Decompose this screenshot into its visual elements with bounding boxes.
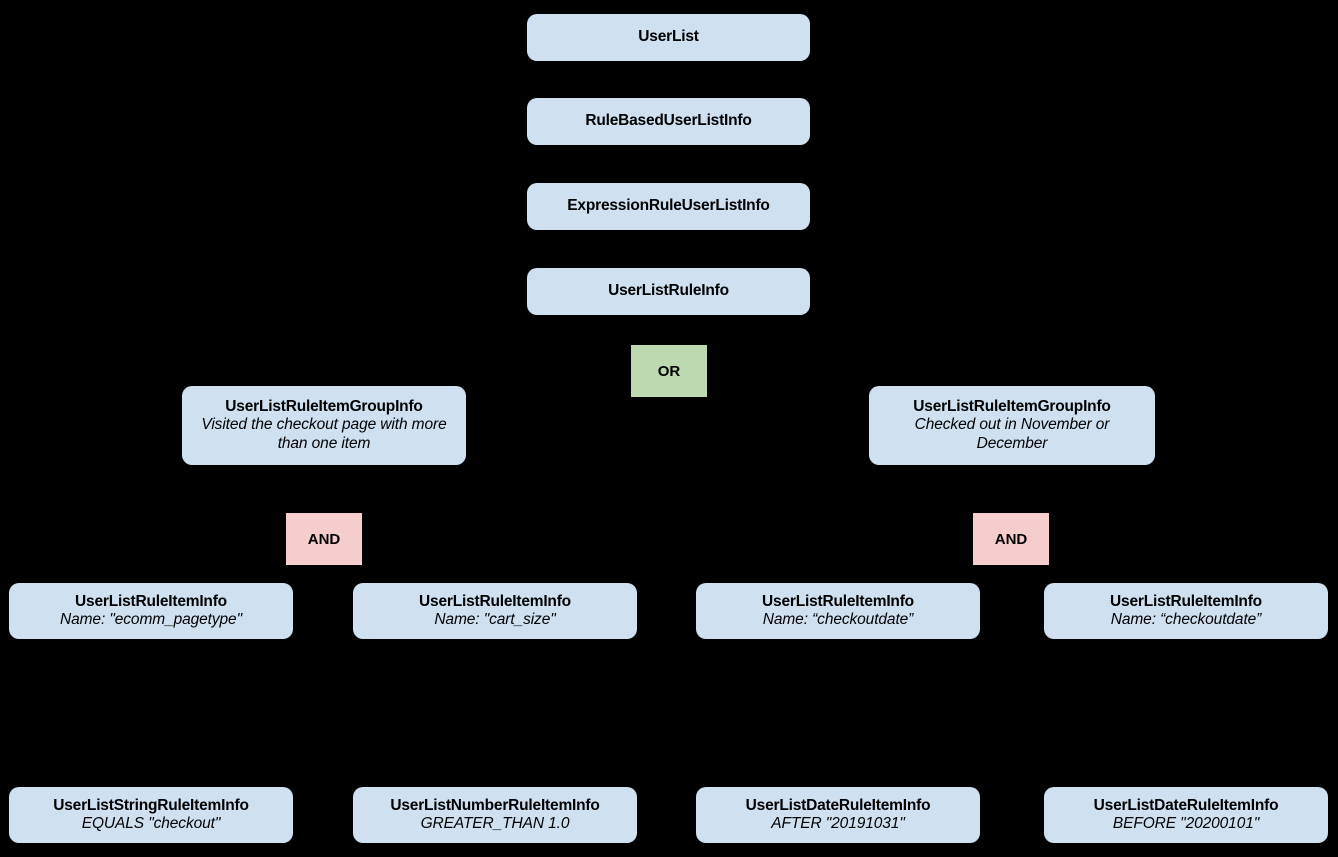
node-userlist[interactable]: UserList <box>527 14 810 61</box>
operator-or[interactable]: OR <box>631 345 707 397</box>
node-rule-item-cart-size[interactable]: UserListRuleItemInfo Name: "cart_size" <box>353 583 637 639</box>
node-subtitle: Name: “checkoutdate” <box>762 611 914 628</box>
operator-and-left[interactable]: AND <box>286 513 362 565</box>
node-date-rule-item-before[interactable]: UserListDateRuleItemInfo BEFORE "2020010… <box>1044 787 1328 843</box>
node-title: UserListRuleItemGroupInfo <box>913 398 1111 416</box>
node-title: UserListRuleItemInfo <box>1110 592 1262 610</box>
node-subtitle: Visited the checkout page with more than… <box>201 416 447 452</box>
node-number-rule-item[interactable]: UserListNumberRuleItemInfo GREATER_THAN … <box>353 787 637 843</box>
node-title: UserListRuleItemInfo <box>75 592 227 610</box>
node-title: ExpressionRuleUserListInfo <box>567 197 770 215</box>
node-title: UserListRuleItemGroupInfo <box>225 398 423 416</box>
node-title: UserList <box>638 28 699 46</box>
node-title: UserListNumberRuleItemInfo <box>390 796 600 814</box>
node-title: UserListStringRuleItemInfo <box>53 796 249 814</box>
node-subtitle: EQUALS "checkout" <box>81 815 221 832</box>
node-rule-item-ecomm-pagetype[interactable]: UserListRuleItemInfo Name: "ecomm_pagety… <box>9 583 293 639</box>
node-userlistruleinfo[interactable]: UserListRuleInfo <box>527 268 810 315</box>
node-title: UserListDateRuleItemInfo <box>745 796 931 814</box>
node-rule-item-checkoutdate-before[interactable]: UserListRuleItemInfo Name: “checkoutdate… <box>1044 583 1328 639</box>
node-title: UserListDateRuleItemInfo <box>1093 796 1279 814</box>
operator-and-right[interactable]: AND <box>973 513 1049 565</box>
node-subtitle: Name: "ecomm_pagetype" <box>60 611 242 628</box>
node-rule-item-checkoutdate-after[interactable]: UserListRuleItemInfo Name: “checkoutdate… <box>696 583 980 639</box>
operator-and-label: AND <box>307 530 341 548</box>
node-title: UserListRuleItemInfo <box>419 592 571 610</box>
node-date-rule-item-after[interactable]: UserListDateRuleItemInfo AFTER "20191031… <box>696 787 980 843</box>
node-subtitle: Checked out in November or December <box>914 416 1110 452</box>
node-subtitle: Name: "cart_size" <box>434 611 556 628</box>
node-title: UserListRuleInfo <box>608 282 729 300</box>
node-subtitle: GREATER_THAN 1.0 <box>420 815 570 832</box>
node-title: UserListRuleItemInfo <box>762 592 914 610</box>
node-title: RuleBasedUserListInfo <box>585 112 752 130</box>
node-subtitle: Name: “checkoutdate” <box>1110 611 1262 628</box>
node-expressionruleuserlistinfo[interactable]: ExpressionRuleUserListInfo <box>527 183 810 230</box>
node-subtitle: AFTER "20191031" <box>771 815 905 832</box>
arrowhead-notch-left <box>324 376 350 387</box>
node-subtitle: BEFORE "20200101" <box>1112 815 1260 832</box>
node-group-left[interactable]: UserListRuleItemGroupInfo Visited the ch… <box>182 386 466 465</box>
node-rulebaseduserlistinfo[interactable]: RuleBasedUserListInfo <box>527 98 810 145</box>
arrowhead-notch-right <box>978 376 1004 387</box>
operator-and-label: AND <box>994 530 1028 548</box>
operator-or-label: OR <box>657 362 681 380</box>
node-string-rule-item[interactable]: UserListStringRuleItemInfo EQUALS "check… <box>9 787 293 843</box>
node-group-right[interactable]: UserListRuleItemGroupInfo Checked out in… <box>869 386 1155 465</box>
